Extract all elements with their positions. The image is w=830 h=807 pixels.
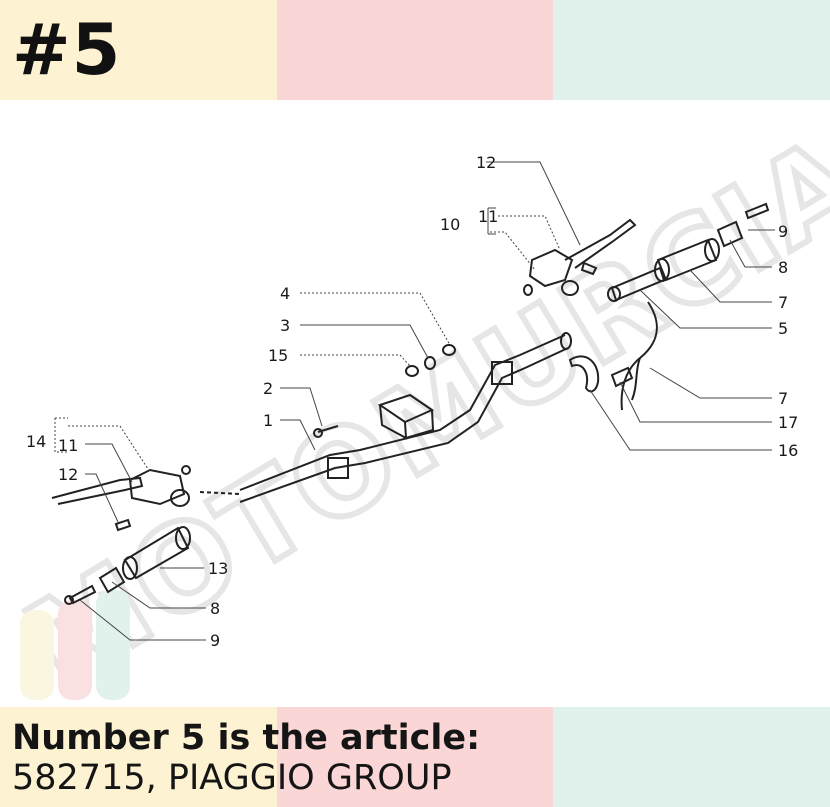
- header-band-pink: [277, 0, 553, 100]
- footer-band-pink: [277, 707, 553, 807]
- washer-3: [424, 356, 436, 370]
- callout-10: 10: [440, 215, 460, 234]
- footer-band: [0, 707, 830, 807]
- left-grip-13: [123, 526, 190, 580]
- item-number-badge: #5: [12, 9, 122, 91]
- right-bar-end-8: [716, 220, 744, 248]
- right-screw-12: [580, 261, 598, 276]
- leader-lines: [54, 161, 775, 641]
- callout-13: 13: [208, 559, 228, 578]
- center-clamp: [377, 393, 435, 440]
- callout-8-right: 8: [778, 258, 788, 277]
- callout-11-left: 11: [58, 436, 78, 455]
- header-band-yellow: [0, 0, 277, 100]
- callout-14: 14: [26, 432, 46, 451]
- left-screw-12: [114, 518, 132, 532]
- left-bar-end-8: [98, 566, 126, 594]
- callout-9-right: 9: [778, 222, 788, 241]
- watermark-stripe-green: [96, 590, 130, 700]
- watermark-logo: MOTOMURCIA: [0, 106, 830, 717]
- callout-11-right: 11: [478, 207, 498, 226]
- left-lever-pump: [128, 468, 186, 506]
- callout-6: 7: [778, 293, 788, 312]
- right-lever-pump: [528, 248, 574, 288]
- article-caption-title: Number 5 is the article:: [12, 718, 481, 758]
- header-band-green: [553, 0, 830, 100]
- footer-band-yellow: [0, 707, 277, 807]
- washer-15: [405, 365, 419, 377]
- callout-9-left: 9: [210, 631, 220, 650]
- callout-3: 3: [280, 316, 290, 335]
- handlebar-tube: [239, 334, 566, 491]
- callout-7: 7: [778, 389, 788, 408]
- nut-4: [442, 344, 456, 356]
- watermark-stripe-pink: [58, 600, 92, 700]
- callout-17: 17: [778, 413, 798, 432]
- callout-8-left: 8: [210, 599, 220, 618]
- callout-1: 1: [263, 411, 273, 430]
- cable-guide-17: [610, 366, 634, 388]
- left-brake-lever: [51, 476, 144, 505]
- callout-12-left: 12: [58, 465, 78, 484]
- exploded-parts-diagram: MOTOMURCIA: [0, 100, 830, 717]
- callout-16: 16: [778, 441, 798, 460]
- article-caption-code: 582715, PIAGGIO GROUP: [12, 758, 452, 798]
- handlebar-parts: [51, 202, 770, 605]
- callout-5: 5: [778, 319, 788, 338]
- throttle-cable-7: [620, 301, 658, 411]
- right-mount-block: [491, 361, 513, 385]
- right-bolt-9: [744, 202, 770, 220]
- callout-12-right: 12: [476, 153, 496, 172]
- callout-labels: 12 10 11 9 8 7 5 7 17 16 4 3 15 2 1 14 1…: [26, 153, 798, 650]
- right-brake-lever: [564, 218, 637, 269]
- clamp-ring-16: [568, 355, 600, 393]
- watermark-stripe-yellow: [20, 610, 54, 700]
- footer-band-green: [553, 707, 830, 807]
- callout-15: 15: [268, 346, 288, 365]
- left-mount-block: [327, 457, 349, 479]
- header-band: [0, 0, 830, 100]
- callout-4: 4: [280, 284, 290, 303]
- callout-2: 2: [263, 379, 273, 398]
